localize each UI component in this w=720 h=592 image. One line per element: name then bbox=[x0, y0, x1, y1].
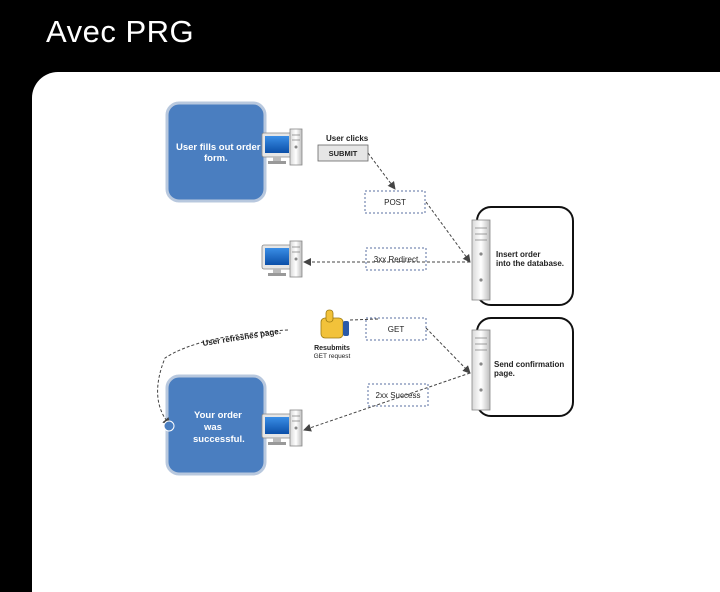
post-request-box: POST bbox=[364, 190, 426, 214]
redirect-label: 3xx Redirect bbox=[374, 255, 419, 264]
send-confirmation-text-1: Send confirmation bbox=[494, 360, 564, 369]
get-to-server-arrow bbox=[425, 327, 471, 374]
success-text-2: was bbox=[203, 422, 222, 433]
success-text-3: successful. bbox=[193, 434, 245, 445]
post-label: POST bbox=[384, 198, 406, 207]
insert-order-text-1: Insert order bbox=[496, 250, 540, 259]
server-icon bbox=[471, 329, 491, 411]
submit-button-label: SUBMIT bbox=[329, 149, 358, 158]
resubmits-text-2: GET request bbox=[314, 353, 351, 360]
thumbs-up-icon bbox=[320, 309, 349, 339]
slide-title: Avec PRG bbox=[46, 14, 195, 49]
redirect-response-box: 3xx Redirect bbox=[365, 247, 427, 271]
server-icon bbox=[471, 219, 491, 301]
success-text-1: Your order bbox=[194, 410, 242, 421]
refresh-start-icon bbox=[163, 420, 175, 432]
submit-to-post-arrow bbox=[367, 152, 396, 190]
success-response-box: 2xx Success bbox=[367, 383, 429, 407]
order-form-box: User fills out order form. bbox=[165, 101, 267, 203]
refresh-arrow bbox=[157, 329, 289, 426]
success-label: 2xx Success bbox=[376, 391, 421, 400]
send-confirmation-text-2: page. bbox=[494, 369, 515, 378]
insert-order-server-box: Insert order into the database. bbox=[476, 206, 574, 306]
order-form-text-2: form. bbox=[204, 153, 228, 164]
prg-flow-diagram: User fills out order form. Your order wa… bbox=[157, 101, 574, 476]
get-request-box: GET bbox=[365, 317, 427, 341]
submit-button: SUBMIT bbox=[317, 144, 369, 162]
flow-arrows bbox=[157, 152, 471, 432]
post-to-server-arrow bbox=[425, 201, 471, 263]
get-label: GET bbox=[388, 325, 405, 334]
order-form-text-1: User fills out order bbox=[176, 142, 261, 153]
user-clicks-label: User clicks bbox=[326, 134, 369, 143]
insert-order-text-2: into the database. bbox=[496, 259, 564, 268]
send-confirmation-server-box: Send confirmation page. bbox=[476, 317, 574, 417]
resubmits-text-1: Resubmits bbox=[314, 345, 350, 352]
success-to-client-arrow bbox=[303, 372, 471, 432]
client-computer-icon bbox=[261, 240, 303, 278]
refresh-label: User refreshes page. bbox=[202, 327, 282, 348]
order-success-box: Your order was successful. bbox=[165, 374, 267, 476]
client-computer-icon bbox=[261, 409, 303, 447]
client-computer-icon bbox=[261, 128, 303, 166]
